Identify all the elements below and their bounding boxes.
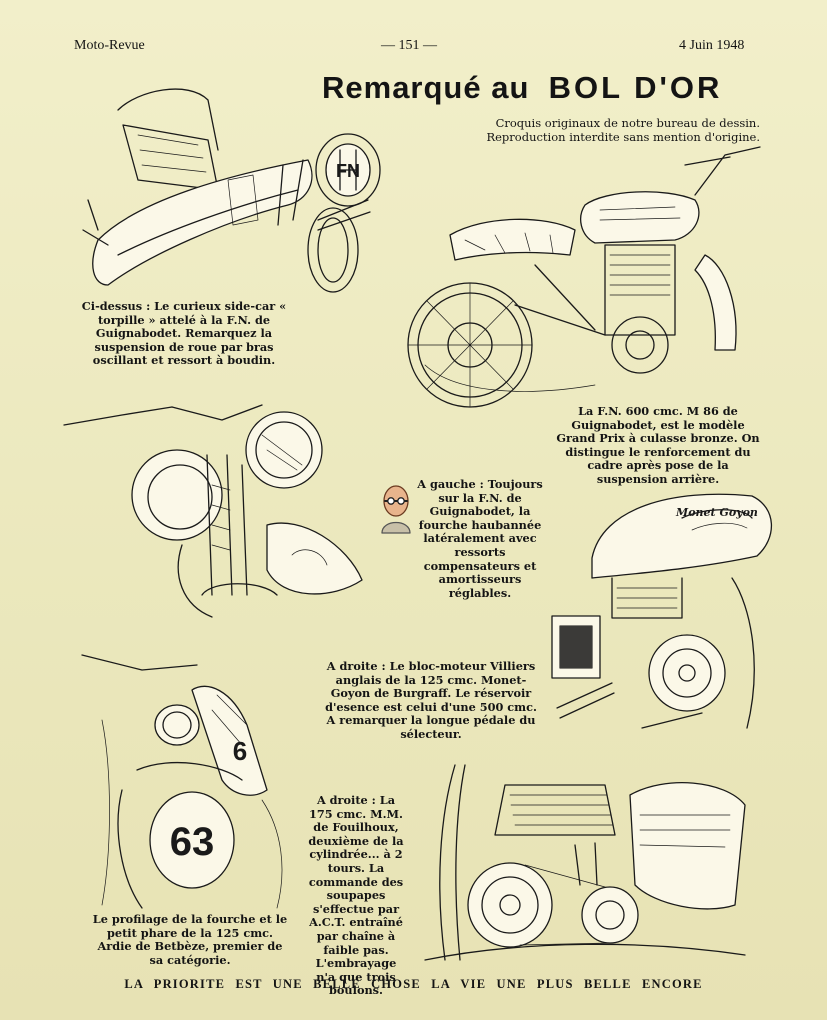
caption-mm175: A droite : La 175 cmc. M.M. de Fouilhoux…: [308, 793, 404, 998]
magazine-name: Moto-Revue: [74, 38, 145, 53]
fork-headlamp-illustration: [63, 404, 363, 618]
article-title: Remarqué au BOL D'OR: [322, 70, 762, 106]
caption-fn600: La F.N. 600 cmc. M 86 de Guignabodet, es…: [556, 404, 760, 486]
caption-ardie: Le profilage de la fourche et le petit p…: [92, 912, 288, 967]
caption-villiers: A droite : Le bloc-moteur Villiers angla…: [325, 659, 537, 741]
ardie-fork-illustration: 63 6: [81, 654, 283, 909]
caption-sidecar: Ci-dessus : Le curieux side-car « torpil…: [81, 299, 287, 368]
title-part-1: Remarqué au: [322, 70, 530, 105]
sidecar-logo: FN: [336, 161, 360, 181]
race-number: 63: [170, 820, 215, 864]
fork-number: 6: [233, 736, 247, 766]
mm175-engine-illustration: [424, 764, 746, 961]
tank-script: Monet Goyon: [675, 506, 758, 519]
villiers-engine-illustration: Monet Goyon: [551, 493, 773, 729]
article-subtitle: Croquis originaux de notre bureau de des…: [486, 116, 760, 144]
page-footer-motto: LA PRIORITE EST UNE BELLE CHOSE LA VIE U…: [124, 977, 703, 991]
author-portrait: [381, 485, 411, 534]
sidecar-illustration: FN: [82, 88, 381, 293]
fn600-motorcycle-illustration: [407, 146, 761, 408]
title-part-2: BOL D'OR: [548, 70, 723, 105]
page-number: — 151 —: [381, 38, 437, 53]
caption-fork: A gauche : Toujours sur la F.N. de Guign…: [417, 477, 543, 600]
issue-date: 4 Juin 1948: [679, 38, 745, 53]
